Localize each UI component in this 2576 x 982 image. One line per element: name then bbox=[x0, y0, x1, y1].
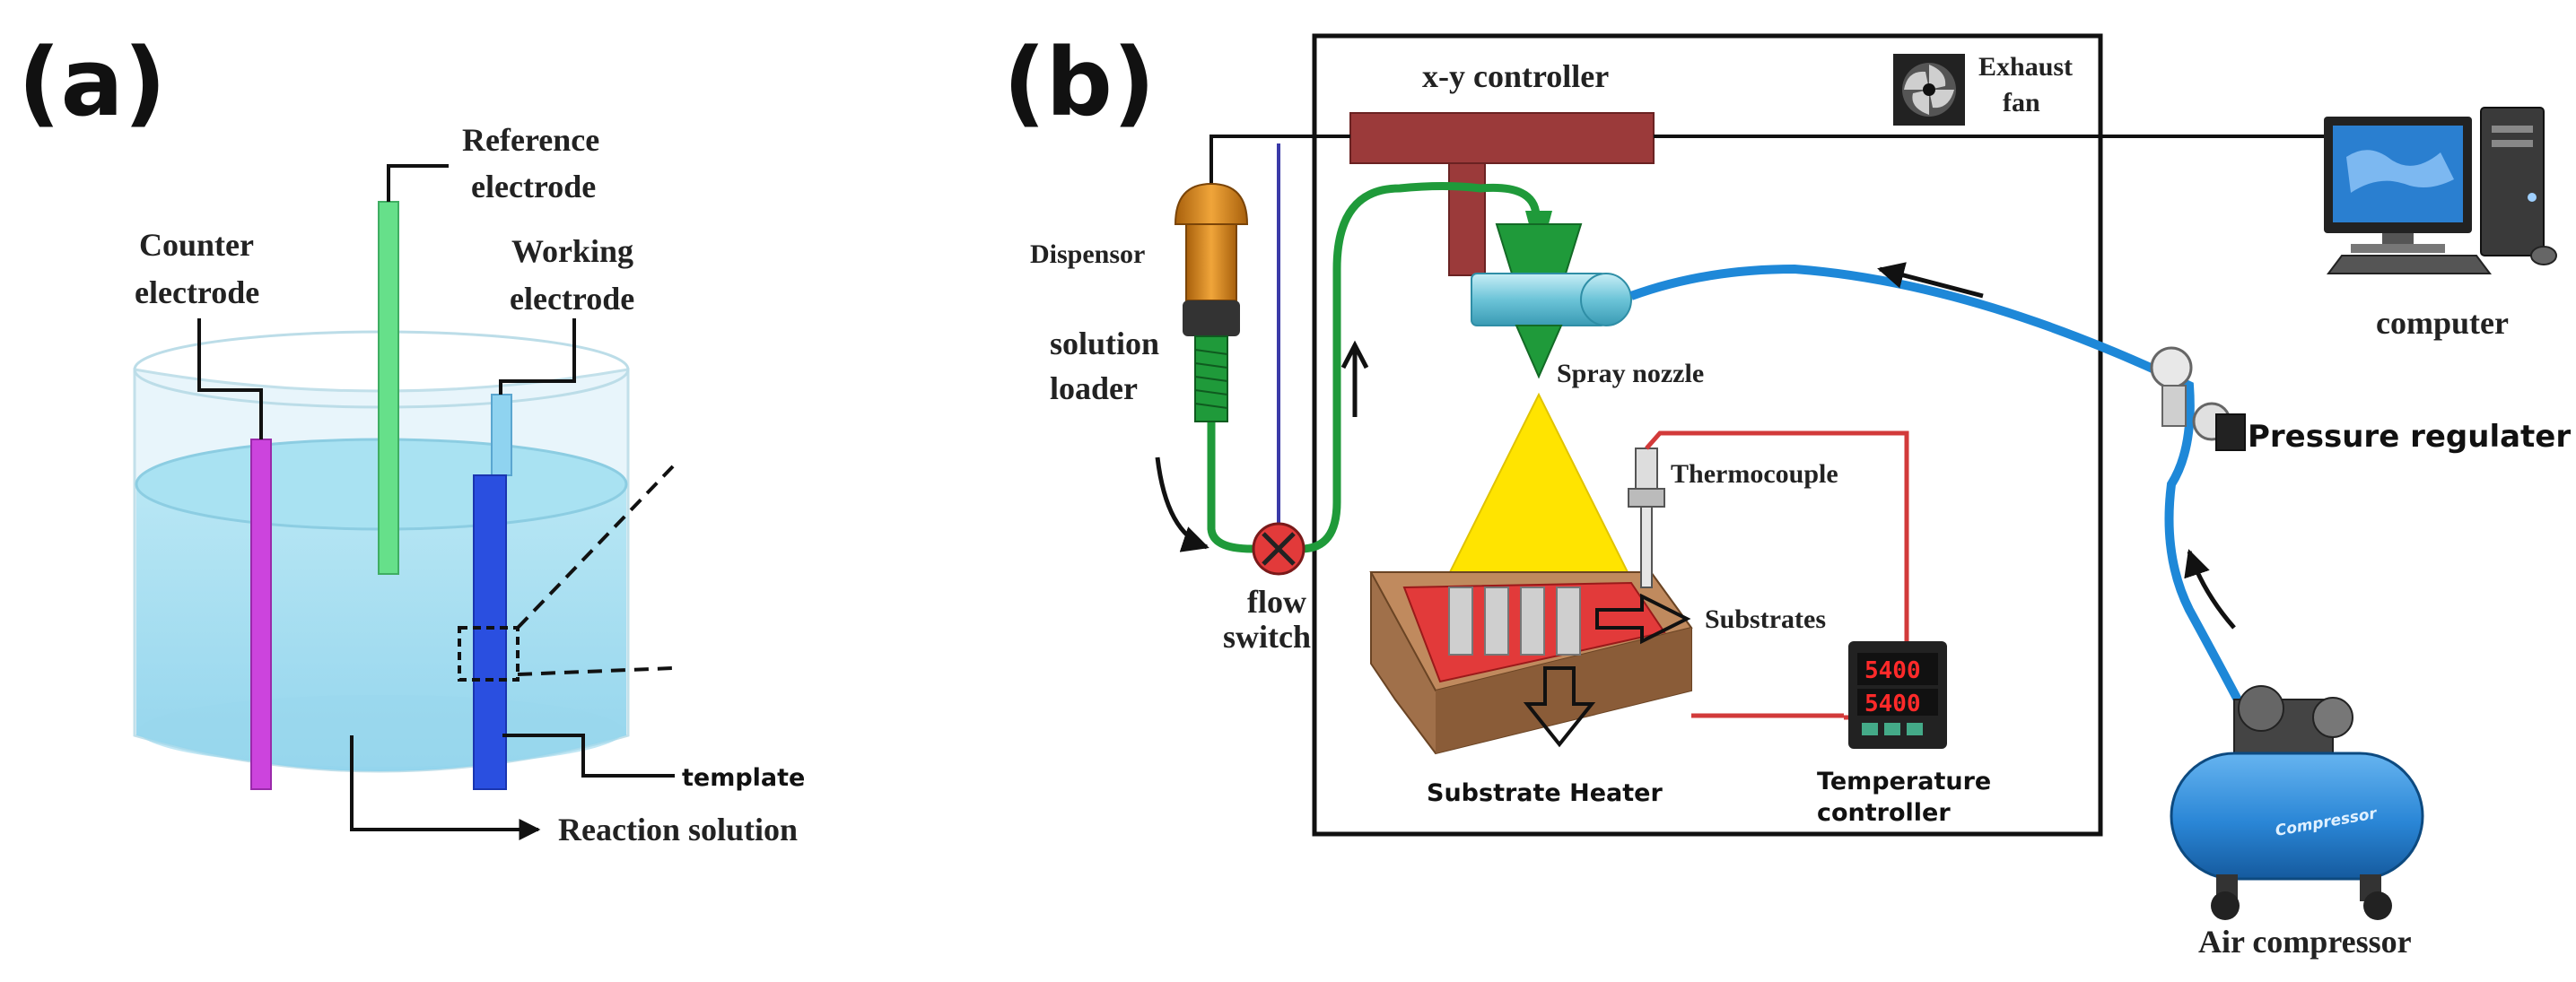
working-electrode-top bbox=[491, 394, 512, 476]
temp-controller-label-2: controller bbox=[1817, 799, 1951, 827]
counter-label-2: electrode bbox=[135, 274, 259, 310]
green-tube bbox=[1207, 182, 1541, 553]
temp-display-top: 5400 bbox=[1864, 657, 1921, 684]
computer-label: computer bbox=[2376, 305, 2509, 341]
substrate-heater-icon bbox=[1369, 571, 1693, 755]
computer-icon bbox=[2324, 107, 2557, 274]
counter-leader bbox=[197, 318, 263, 439]
working-label-2: electrode bbox=[510, 281, 634, 317]
counter-electrode bbox=[250, 439, 272, 790]
flow-switch-icon bbox=[1252, 522, 1305, 576]
xy-controller-post bbox=[1448, 162, 1486, 276]
template-label: template bbox=[682, 764, 805, 792]
spray-nozzle-icon bbox=[1471, 211, 1632, 379]
flow-up-arrow bbox=[1340, 340, 1369, 417]
exhaust-label-2: fan bbox=[2003, 88, 2040, 117]
working-label-1: Working bbox=[511, 233, 633, 269]
panel-a-label: (a) bbox=[18, 28, 166, 137]
reference-label-2: electrode bbox=[471, 169, 596, 204]
air-flow-arrow-top bbox=[1877, 262, 1984, 299]
dispensor-label: Dispensor bbox=[1030, 239, 1145, 269]
flow-label-2: switch bbox=[1223, 619, 1311, 655]
temp-display-bottom: 5400 bbox=[1864, 691, 1921, 717]
substrate-heater-label: Substrate Heater bbox=[1427, 779, 1663, 807]
air-flow-arrow-bottom bbox=[2184, 549, 2236, 630]
spray-nozzle-label: Spray nozzle bbox=[1557, 359, 1704, 388]
substrates-label: Substrates bbox=[1705, 604, 1826, 634]
substrates-arrow bbox=[1595, 593, 1691, 645]
reference-leader bbox=[387, 164, 449, 202]
spray-cone bbox=[1443, 392, 1635, 584]
zoom-line-bottom bbox=[517, 666, 674, 676]
reference-electrode bbox=[378, 201, 399, 575]
template-leader bbox=[502, 734, 675, 778]
pressure-regulator-label: Pressure regulater bbox=[2248, 419, 2571, 455]
panel-a: (a) Reference electrode Counter electrod… bbox=[18, 28, 805, 847]
dispensor-icon bbox=[1174, 182, 1249, 422]
chamber-frame bbox=[1312, 33, 2103, 837]
air-compressor-icon bbox=[2170, 685, 2424, 920]
working-leader bbox=[499, 318, 576, 395]
air-compressor-label: Air compressor bbox=[2198, 924, 2412, 960]
flow-label-1: flow bbox=[1247, 584, 1306, 620]
heater-down-arrow bbox=[1523, 666, 1596, 748]
solution-leader bbox=[350, 735, 541, 840]
exhaust-label-1: Exhaust bbox=[1978, 52, 2073, 82]
thermocouple-label: Thermocouple bbox=[1671, 459, 1838, 489]
working-electrode bbox=[473, 474, 507, 790]
counter-label-1: Counter bbox=[139, 227, 254, 263]
dispensor-cable bbox=[1209, 135, 1350, 184]
template-box bbox=[458, 626, 520, 682]
reference-label-1: Reference bbox=[462, 122, 599, 158]
panel-b-label: (b) bbox=[1003, 28, 1156, 137]
loader-curved-arrow bbox=[1155, 456, 1209, 552]
temperature-controller-icon bbox=[1848, 641, 1947, 749]
loader-label-1: solution bbox=[1050, 326, 1159, 361]
exhaust-fan-icon bbox=[1893, 54, 1965, 126]
temp-controller-label-1: Temperature bbox=[1817, 768, 1991, 795]
zoom-line-top bbox=[516, 465, 675, 630]
xy-controller-label: x-y controller bbox=[1422, 58, 1609, 94]
loader-label-2: loader bbox=[1050, 370, 1138, 406]
pressure-regulator-icon bbox=[2150, 346, 2246, 451]
panel-b: (b) x-y controller Exhaust fan Spray noz… bbox=[1003, 28, 2571, 960]
reaction-solution-label: Reaction solution bbox=[558, 812, 798, 847]
xy-controller-arm bbox=[1349, 112, 1655, 164]
thermocouple-icon bbox=[1628, 448, 1665, 588]
